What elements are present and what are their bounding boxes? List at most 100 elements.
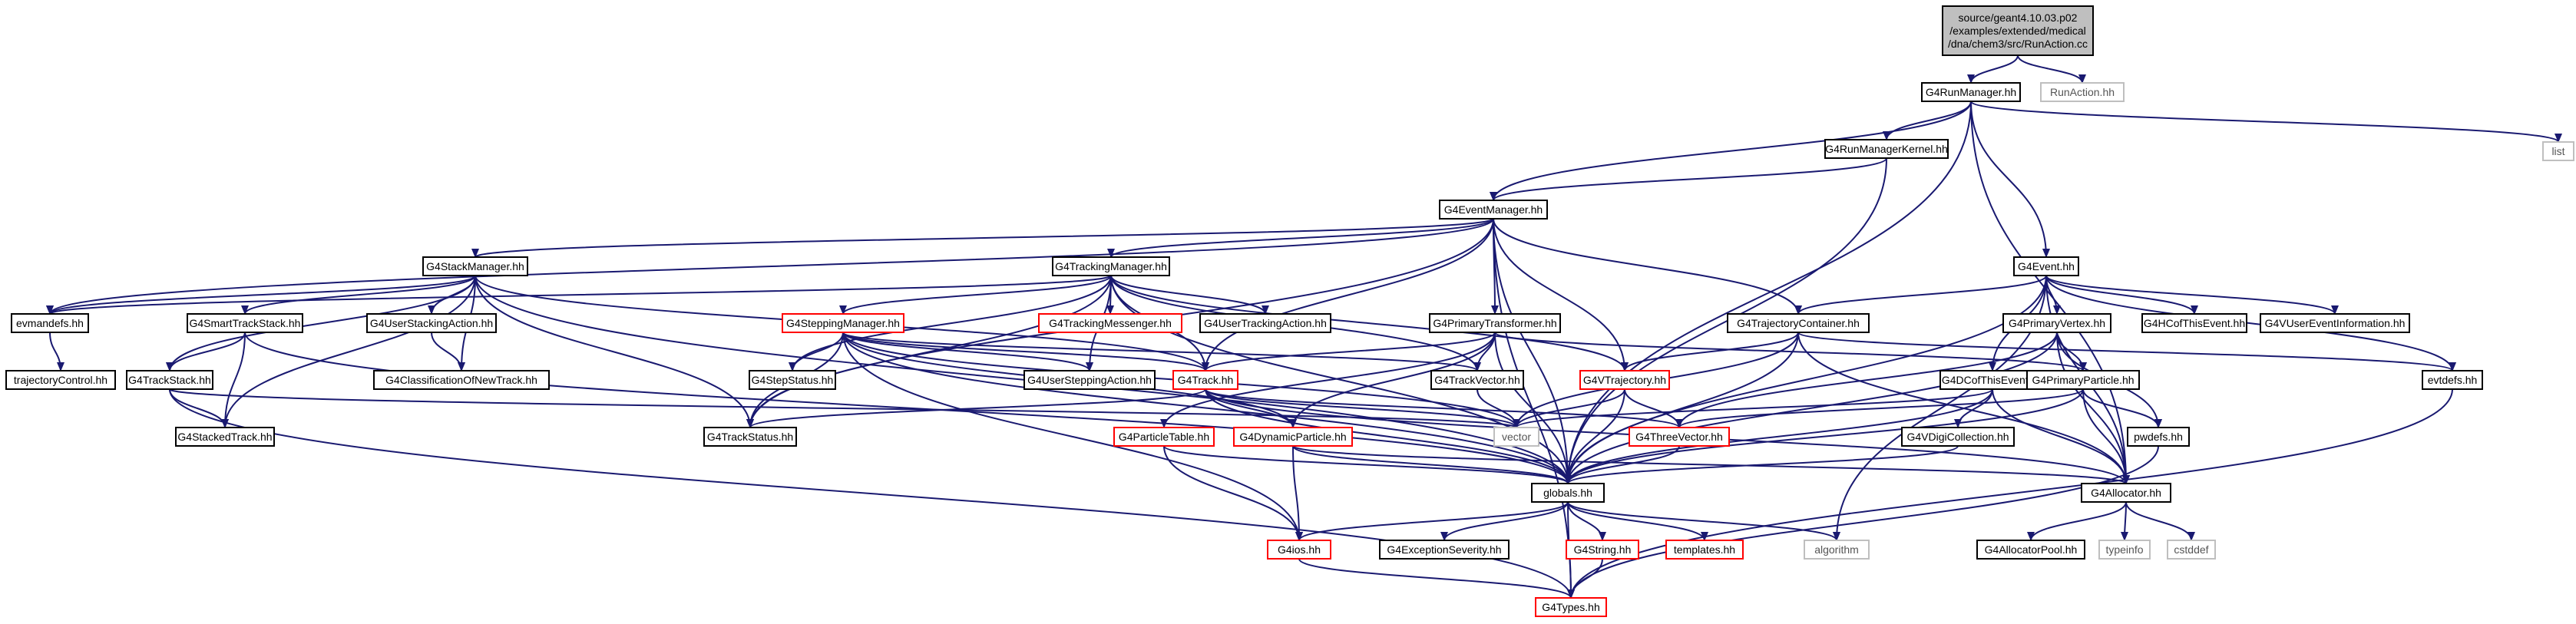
edge-g4-event-manager-to-g4-tracking-manager <box>1107 218 1494 258</box>
node-g4-string[interactable]: G4String.hh <box>1566 540 1639 560</box>
node-evtdefs[interactable]: evtdefs.hh <box>2422 370 2483 390</box>
node-g4-user-stacking-action[interactable]: G4UserStackingAction.hh <box>366 313 497 333</box>
node-templates[interactable]: templates.hh <box>1665 540 1744 560</box>
node-box <box>2026 370 2140 390</box>
edge-g4-dcof-this-event-to-vector <box>1513 388 1993 428</box>
node-g4-vdigi-collection[interactable]: G4VDigiCollection.hh <box>1901 427 2015 447</box>
edge-g4-primary-particle-to-g4-allocator <box>2082 388 2130 484</box>
node-trajectory-control[interactable]: trajectoryControl.hh <box>5 370 116 390</box>
edge-globals-to-algorithm <box>1567 501 1840 541</box>
node-label: evtdefs.hh <box>2428 374 2478 386</box>
edge-g4-primary-vertex-to-globals <box>1564 332 2058 484</box>
edge-g4-smart-track-stack-to-g4-track-stack <box>166 332 246 371</box>
node-label: G4RunManager.hh <box>1926 86 2016 98</box>
node-box <box>5 370 116 390</box>
node-evmandefs[interactable]: evmandefs.hh <box>11 313 89 333</box>
edge-g4-event-to-g4-trajectory-container <box>1794 275 2047 315</box>
node-label: G4PrimaryVertex.hh <box>2009 317 2105 329</box>
node-g4-primary-particle[interactable]: G4PrimaryParticle.hh <box>2026 370 2140 390</box>
node-g4-tracking-manager[interactable]: G4TrackingManager.hh <box>1052 256 1170 276</box>
node-g4-run-manager-kernel[interactable]: G4RunManagerKernel.hh <box>1824 139 1949 159</box>
node-g4-track[interactable]: G4Track.hh <box>1172 370 1238 390</box>
node-label: G4StackManager.hh <box>426 260 524 272</box>
node-vector[interactable]: vector <box>1493 427 1539 447</box>
node-g4-track-stack[interactable]: G4TrackStack.hh <box>126 370 213 390</box>
node-g4-track-status[interactable]: G4TrackStatus.hh <box>703 427 797 447</box>
node-label: G4DCofThisEvent.hh <box>1942 374 2043 386</box>
node-box <box>1579 370 1670 390</box>
node-g4-tracking-messenger[interactable]: G4TrackingMessenger.hh <box>1038 313 1182 333</box>
node-cstddef[interactable]: cstddef <box>2167 540 2216 560</box>
node-label: list <box>2551 145 2564 157</box>
node-box <box>1665 540 1744 560</box>
edge-g4-dynamic-particle-to-globals <box>1292 445 1572 484</box>
node-box <box>1535 597 1607 617</box>
node-g4-particle-table[interactable]: G4ParticleTable.hh <box>1113 427 1215 447</box>
node-typeinfo[interactable]: typeinfo <box>2098 540 2151 560</box>
node-g4-primary-vertex[interactable]: G4PrimaryVertex.hh <box>2002 313 2111 333</box>
edge-g4-stepping-manager-to-g4-track <box>842 332 1209 371</box>
edge-g4-three-vector-to-globals <box>1564 445 1680 484</box>
node-algorithm[interactable]: algorithm <box>1804 540 1870 560</box>
edge-g4-trajectory-container-to-g4-vtrajectory <box>1621 332 1799 371</box>
node-box <box>1901 427 2015 447</box>
node-box <box>1113 427 1215 447</box>
node-box <box>782 313 904 333</box>
node-g4-types[interactable]: G4Types.hh <box>1535 597 1607 617</box>
node-label: G4TrackingManager.hh <box>1055 260 1167 272</box>
node-g4-track-vector[interactable]: G4TrackVector.hh <box>1430 370 1524 390</box>
node-box <box>1727 313 1870 333</box>
edge-g4-particle-table-to-g4ios <box>1163 445 1303 541</box>
node-g4-classification-of-new-track[interactable]: G4ClassificationOfNewTrack.hh <box>373 370 550 390</box>
edge-g4-primary-transformer-to-g4-primary-particle <box>1494 332 2087 371</box>
edge-g4-primary-transformer-to-g4-track <box>1202 332 1496 371</box>
edge-g4-tracking-manager-to-g4-step-status <box>789 275 1112 371</box>
node-list[interactable]: list <box>2542 141 2574 161</box>
node-g4-event-manager[interactable]: G4EventManager.hh <box>1439 200 1548 220</box>
edge-g4-dynamic-particle-to-g4-allocator <box>1292 445 2130 484</box>
node-g4-vtrajectory[interactable]: G4VTrajectory.hh <box>1579 370 1670 390</box>
node-root[interactable]: source/geant4.10.03.p02/examples/extende… <box>1942 5 2094 56</box>
node-g4-user-stepping-action[interactable]: G4UserSteppingAction.hh <box>1023 370 1156 390</box>
edge-g4-run-manager-to-list <box>1970 101 2562 143</box>
node-label: G4DynamicParticle.hh <box>1239 431 1346 443</box>
node-box <box>1824 139 1949 159</box>
edge-g4-event-manager-to-g4-track <box>1202 218 1494 371</box>
node-globals[interactable]: globals.hh <box>1531 483 1605 503</box>
edge-g4-run-manager-to-globals <box>1564 101 1972 484</box>
edge-g4-tracking-manager-to-g4-vtrajectory <box>1110 275 1629 371</box>
edge-g4-stepping-manager-to-g4ios <box>842 332 1303 541</box>
node-g4-user-tracking-action[interactable]: G4UserTrackingAction.hh <box>1199 313 1331 333</box>
node-g4-smart-track-stack[interactable]: G4SmartTrackStack.hh <box>187 313 303 333</box>
node-g4-step-status[interactable]: G4StepStatus.hh <box>749 370 836 390</box>
node-g4-allocator[interactable]: G4Allocator.hh <box>2081 483 2171 503</box>
node-box <box>126 370 213 390</box>
node-pwdefs[interactable]: pwdefs.hh <box>2127 427 2190 447</box>
node-g4-stack-manager[interactable]: G4StackManager.hh <box>422 256 528 276</box>
node-label: G4Event.hh <box>2018 260 2075 272</box>
node-g4-dynamic-particle[interactable]: G4DynamicParticle.hh <box>1233 427 1353 447</box>
node-g4-primary-transformer[interactable]: G4PrimaryTransformer.hh <box>1429 313 1561 333</box>
edge-g4-track-to-g4-three-vector <box>1205 388 1683 428</box>
node-label: algorithm <box>1814 543 1859 556</box>
node-g4-hcof-this-event[interactable]: G4HCofThisEvent.hh <box>2141 313 2247 333</box>
node-g4-run-manager[interactable]: G4RunManager.hh <box>1921 82 2021 102</box>
node-g4-trajectory-container[interactable]: G4TrajectoryContainer.hh <box>1727 313 1870 333</box>
node-label: G4PrimaryParticle.hh <box>2032 374 2134 386</box>
node-label: globals.hh <box>1543 487 1592 499</box>
edge-g4-track-to-vector <box>1205 388 1520 428</box>
node-g4-stacked-track[interactable]: G4StackedTrack.hh <box>175 427 275 447</box>
node-g4ios[interactable]: G4ios.hh <box>1267 540 1331 560</box>
node-run-action[interactable]: RunAction.hh <box>2040 82 2125 102</box>
node-label: G4VDigiCollection.hh <box>1906 431 2009 443</box>
node-label: G4EventManager.hh <box>1444 203 1543 216</box>
node-g4-three-vector[interactable]: G4ThreeVector.hh <box>1629 427 1730 447</box>
edge-g4-track-stack-to-vector <box>169 388 1520 428</box>
node-label: G4StepStatus.hh <box>752 374 834 386</box>
node-g4-vuser-event-information[interactable]: G4VUserEventInformation.hh <box>2260 313 2410 333</box>
node-box <box>175 427 275 447</box>
node-g4-event[interactable]: G4Event.hh <box>2013 256 2079 276</box>
node-g4-allocator-pool[interactable]: G4AllocatorPool.hh <box>1976 540 2085 560</box>
node-g4-exception-severity[interactable]: G4ExceptionSeverity.hh <box>1379 540 1510 560</box>
node-g4-stepping-manager[interactable]: G4SteppingManager.hh <box>782 313 904 333</box>
